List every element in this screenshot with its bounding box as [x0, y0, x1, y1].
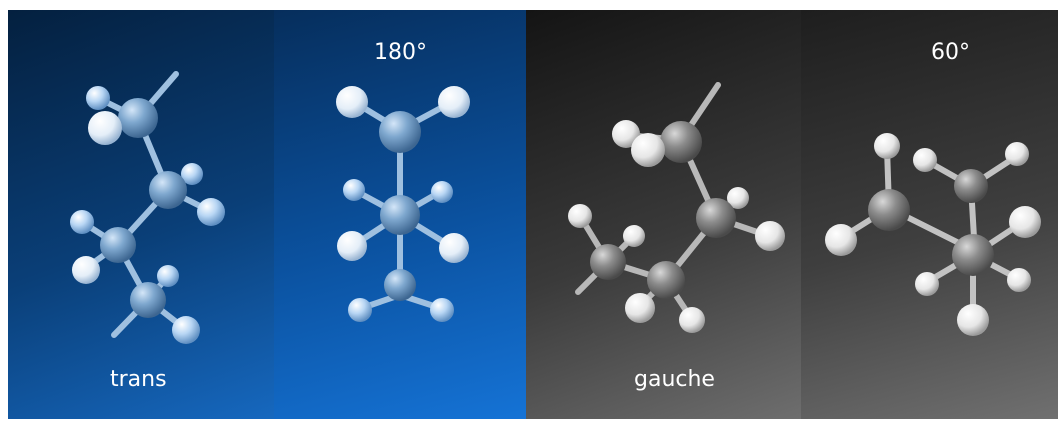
carbon-atom	[149, 171, 187, 209]
hydrogen-atom	[623, 225, 645, 247]
hydrogen-atom	[337, 231, 367, 261]
hydrogen-atom	[679, 307, 705, 333]
hydrogen-atom	[625, 293, 655, 323]
hydrogen-atom	[430, 298, 454, 322]
hydrogen-atom	[568, 204, 592, 228]
hydrogen-atom	[1007, 268, 1031, 292]
hydrogen-atom	[439, 233, 469, 263]
atoms	[336, 86, 470, 322]
carbon-atom	[100, 227, 136, 263]
trans-newman-panel: 180°	[274, 10, 526, 419]
trans-panel: trans	[8, 10, 274, 419]
hydrogen-atom	[612, 120, 640, 148]
hydrogen-atom	[727, 187, 749, 209]
gauche-panel: gauche	[526, 10, 801, 419]
hydrogen-atom	[197, 198, 225, 226]
carbon-atom	[647, 261, 685, 299]
hydrogen-atom	[825, 224, 857, 256]
gauche-newman-molecule-model	[825, 133, 1041, 336]
carbon-atom	[379, 111, 421, 153]
hydrogen-atom	[70, 210, 94, 234]
dihedral-180-label: 180°	[374, 40, 427, 65]
carbon-atom	[696, 198, 736, 238]
hydrogen-atom	[915, 272, 939, 296]
hydrogen-atom	[957, 304, 989, 336]
hydrogen-atom	[181, 163, 203, 185]
dihedral-60-label: 60°	[931, 40, 970, 65]
carbon-atom	[868, 189, 910, 231]
gauche-label: gauche	[634, 367, 715, 392]
hydrogen-atom	[631, 133, 665, 167]
hydrogen-atom	[172, 316, 200, 344]
hydrogen-atom	[431, 181, 453, 203]
carbon-atom	[380, 195, 420, 235]
carbon-atom	[384, 269, 416, 301]
carbon-atom	[954, 169, 988, 203]
atoms	[825, 133, 1041, 336]
hydrogen-atom	[348, 298, 372, 322]
hydrogen-atom	[913, 148, 937, 172]
hydrogen-atom	[336, 86, 368, 118]
carbon-atom	[660, 121, 702, 163]
trans-molecule-model	[70, 71, 225, 344]
hydrogen-atom	[343, 179, 365, 201]
conformation-figure: trans	[8, 10, 1058, 419]
hydrogen-atom	[874, 133, 900, 159]
carbon-atom	[130, 282, 166, 318]
gauche-molecule-model	[568, 82, 785, 333]
carbon-atom	[952, 234, 994, 276]
hydrogen-atom	[86, 86, 110, 110]
hydrogen-atom	[1005, 142, 1029, 166]
atoms	[70, 86, 225, 344]
hydrogen-atom	[438, 86, 470, 118]
carbon-atom	[590, 244, 626, 280]
hydrogen-atom	[1009, 206, 1041, 238]
atoms	[568, 120, 785, 333]
hydrogen-atom	[157, 265, 179, 287]
trans-newman-molecule-model	[336, 86, 470, 322]
carbon-atom	[118, 98, 158, 138]
hydrogen-atom	[88, 111, 122, 145]
trans-label: trans	[110, 367, 167, 392]
gauche-newman-panel: 60°	[801, 10, 1058, 419]
hydrogen-atom	[755, 221, 785, 251]
hydrogen-atom	[72, 256, 100, 284]
